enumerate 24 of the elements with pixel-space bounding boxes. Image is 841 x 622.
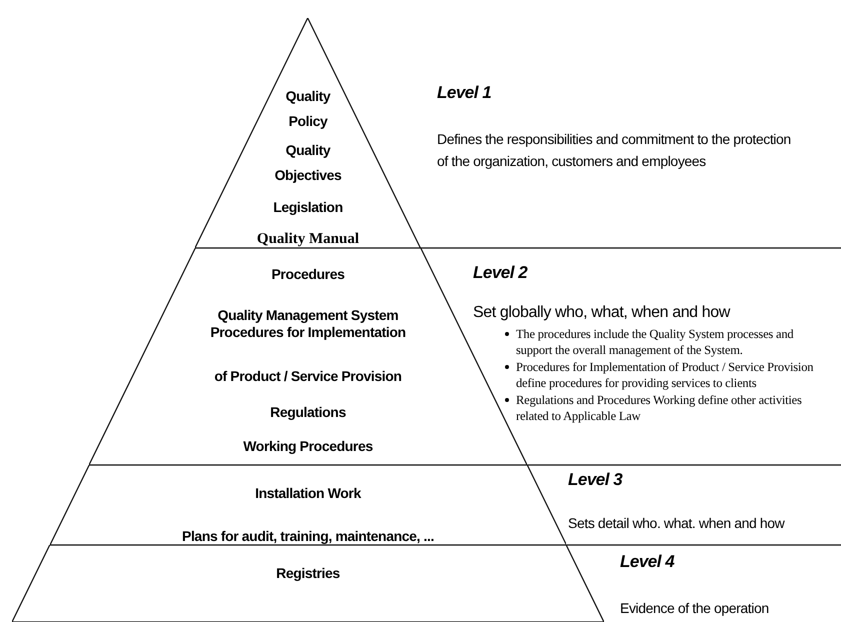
tier-text: Quality Management System — [216, 306, 400, 325]
tier-text: Quality Policy — [284, 87, 332, 131]
tier-text: Working Procedures — [242, 437, 374, 456]
level-heading: Level 4 — [620, 551, 674, 573]
bullet-text: Procedures for Implementation of Product / Service Provision define procedures for providing services to clients — [516, 359, 814, 391]
tier-text: Procedures for Implementation — [209, 323, 407, 342]
level-heading: Level 1 — [437, 82, 492, 104]
tier-text: Quality Manual — [256, 230, 360, 249]
level-heading: Level 2 — [473, 262, 528, 284]
level-description: Set globally who, what, when and how — [473, 303, 732, 323]
bullet-text: Regulations and Procedures Working define other activities related to Applicable Law — [516, 392, 803, 424]
level-description: Evidence of the operation — [620, 599, 770, 618]
tier-text: Quality Objectives — [274, 141, 342, 185]
level-description: Sets detail who. what. when and how — [568, 514, 786, 533]
tier-text: Plans for audit, training, maintenance, ... — [181, 527, 435, 546]
bullet-text: The procedures include the Quality System processes and support the overall management of the System. — [516, 326, 794, 358]
tier-text: Legislation — [272, 198, 344, 217]
tier-text: Installation Work — [254, 484, 362, 503]
level-heading: Level 3 — [568, 469, 622, 491]
tier-text: of Product / Service Provision — [213, 367, 403, 386]
level-description: Defines the responsibilities and commitment to the protection of the organization, customers and employees — [437, 130, 792, 171]
tier-text: Registries — [275, 564, 341, 583]
tier-text: Procedures — [270, 265, 346, 284]
tier-text: Regulations — [269, 403, 347, 422]
